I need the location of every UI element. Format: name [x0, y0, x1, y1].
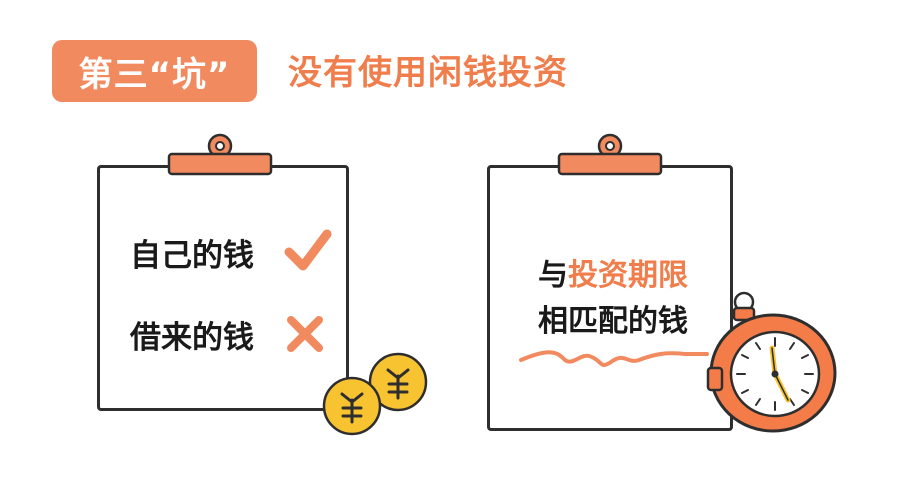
- clipboard-left: [97, 165, 349, 411]
- check-icon: [284, 229, 332, 271]
- squiggle-underline: [519, 350, 709, 367]
- section-badge: 第三“坑”: [52, 40, 257, 102]
- borrowed-money-label: 借来的钱: [130, 320, 254, 356]
- matching-prefix: 与: [538, 258, 568, 293]
- coins-illustration: [322, 352, 428, 436]
- matching-line-1: 与投资期限: [513, 250, 713, 294]
- own-money-label: 自己的钱: [130, 238, 254, 274]
- coin-front: [322, 376, 382, 436]
- cross-icon: [287, 316, 323, 352]
- coin-back: [368, 352, 428, 412]
- page-title: 没有使用闲钱投资: [288, 53, 568, 93]
- badge-text: 第三“坑”: [78, 54, 231, 95]
- clipboard-clip-left: [167, 133, 273, 176]
- matching-line-2: 相匹配的钱: [538, 304, 688, 339]
- own-money-row: 自己的钱: [130, 230, 254, 275]
- alarm-clock-icon: [706, 291, 837, 433]
- investment-term-highlight: 投资期限: [568, 258, 688, 293]
- clipboard-clip-right: [557, 133, 663, 176]
- borrowed-money-row: 借来的钱: [130, 312, 254, 357]
